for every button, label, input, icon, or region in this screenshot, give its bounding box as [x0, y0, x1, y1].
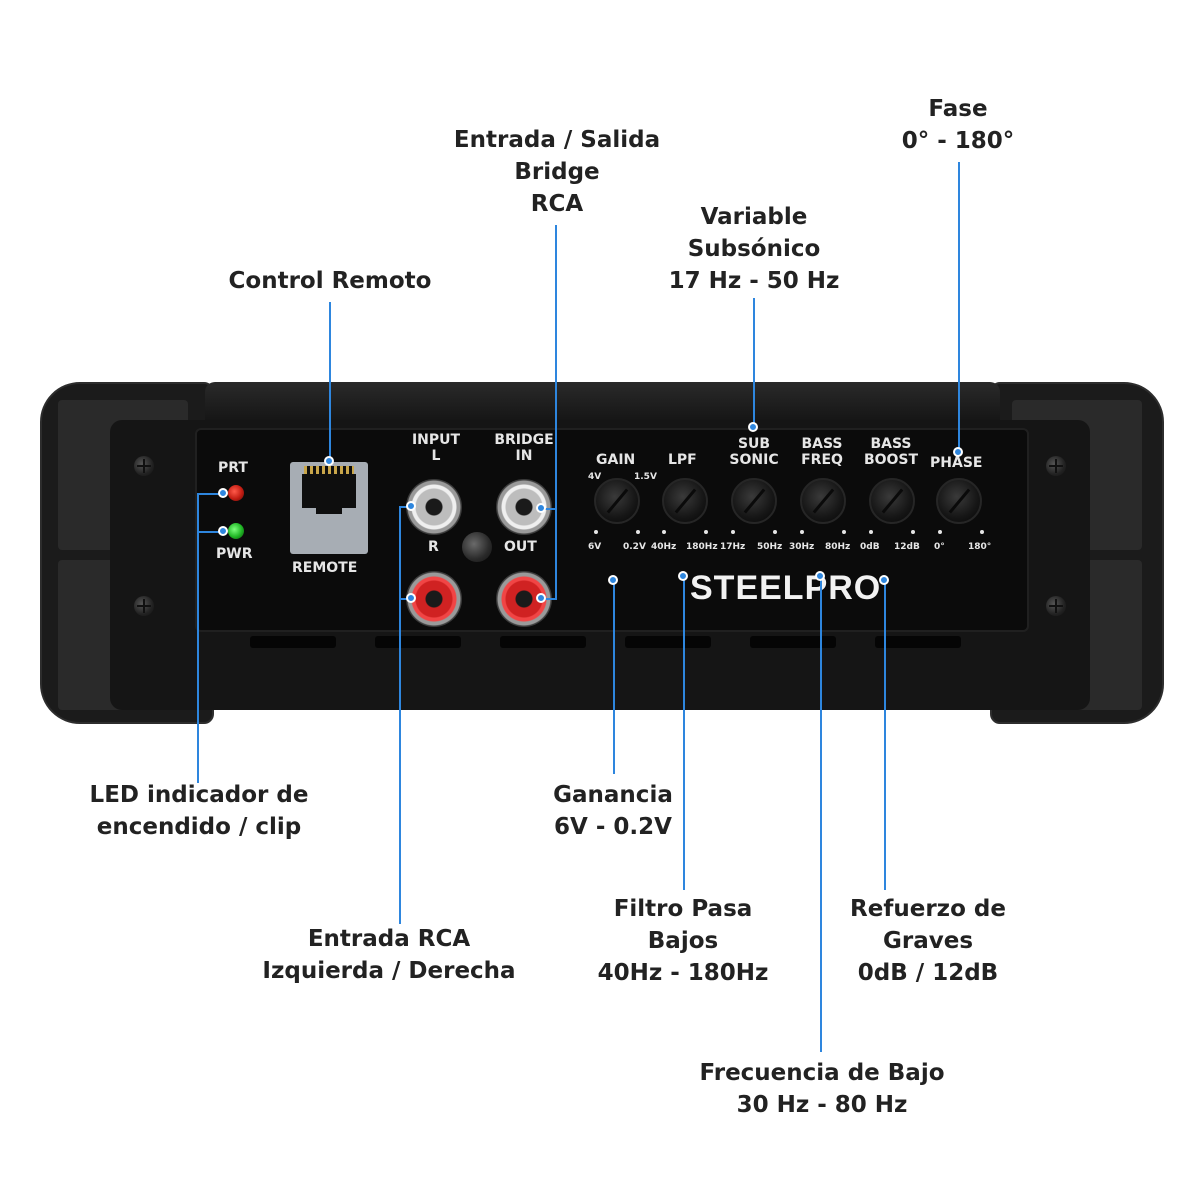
callout-control-remoto: Control Remoto — [228, 268, 432, 294]
label-input-r: R — [428, 539, 439, 555]
amplifier-top — [205, 382, 1000, 422]
led-pwr — [228, 523, 244, 539]
callout-frecuencia-bajo: Frecuencia de Bajo 30 Hz - 80 Hz — [699, 1060, 945, 1118]
label-bridge-out: OUT — [504, 539, 537, 555]
scale-label: 180Hz — [686, 542, 718, 552]
scale-label: 0dB — [860, 542, 880, 552]
callout-entrada-salida-bridge: Entrada / Salida Bridge RCA — [453, 127, 661, 217]
callout-filtro-pasa-bajos: Filtro Pasa Bajos 40Hz - 180Hz — [597, 896, 769, 986]
label-pwr: PWR — [216, 546, 253, 562]
screw-icon — [134, 456, 154, 476]
bass-freq-knob[interactable] — [800, 478, 846, 524]
subsonic-knob[interactable] — [731, 478, 777, 524]
scale-label: 180° — [968, 542, 992, 552]
scale-label: 0° — [934, 542, 945, 552]
scale-label: 50Hz — [757, 542, 783, 552]
callout-variable-subsonico: Variable Subsónico 17 Hz - 50 Hz — [668, 204, 840, 294]
label-gain: GAIN — [596, 452, 636, 468]
label-lpf: LPF — [668, 452, 697, 468]
callout-entrada-rca: Entrada RCA Izquierda / Derecha — [262, 926, 516, 984]
label-remote: REMOTE — [292, 560, 358, 576]
scale-label: 0.2V — [623, 542, 646, 552]
screw-icon — [134, 596, 154, 616]
screw-icon — [462, 532, 492, 562]
scale-label: 17Hz — [720, 542, 746, 552]
callout-led-indicador: LED indicador de encendido / clip — [89, 782, 309, 840]
scale-label: 80Hz — [825, 542, 851, 552]
scale-label: 40Hz — [651, 542, 677, 552]
remote-jack[interactable] — [290, 462, 368, 554]
screw-icon — [1046, 456, 1066, 476]
callout-fase: Fase 0° - 180° — [901, 96, 1015, 154]
screw-icon — [1046, 596, 1066, 616]
callout-ganancia: Ganancia 6V - 0.2V — [553, 782, 673, 840]
label-prt: PRT — [218, 460, 248, 476]
scale-label: 12dB — [894, 542, 920, 552]
bass-boost-knob[interactable] — [869, 478, 915, 524]
brand-logo: STEELPRO — [690, 569, 882, 607]
label-phase: PHASE — [930, 455, 983, 471]
scale-label: 6V — [588, 542, 602, 552]
label-gain-4v: 4V — [588, 472, 602, 482]
phase-knob[interactable] — [936, 478, 982, 524]
gain-knob[interactable] — [594, 478, 640, 524]
led-prt — [228, 485, 244, 501]
label-gain-15v: 1.5V — [634, 472, 657, 482]
callout-refuerzo-graves: Refuerzo de Graves 0dB / 12dB — [850, 896, 1006, 986]
lpf-knob[interactable] — [662, 478, 708, 524]
scale-label: 30Hz — [789, 542, 815, 552]
